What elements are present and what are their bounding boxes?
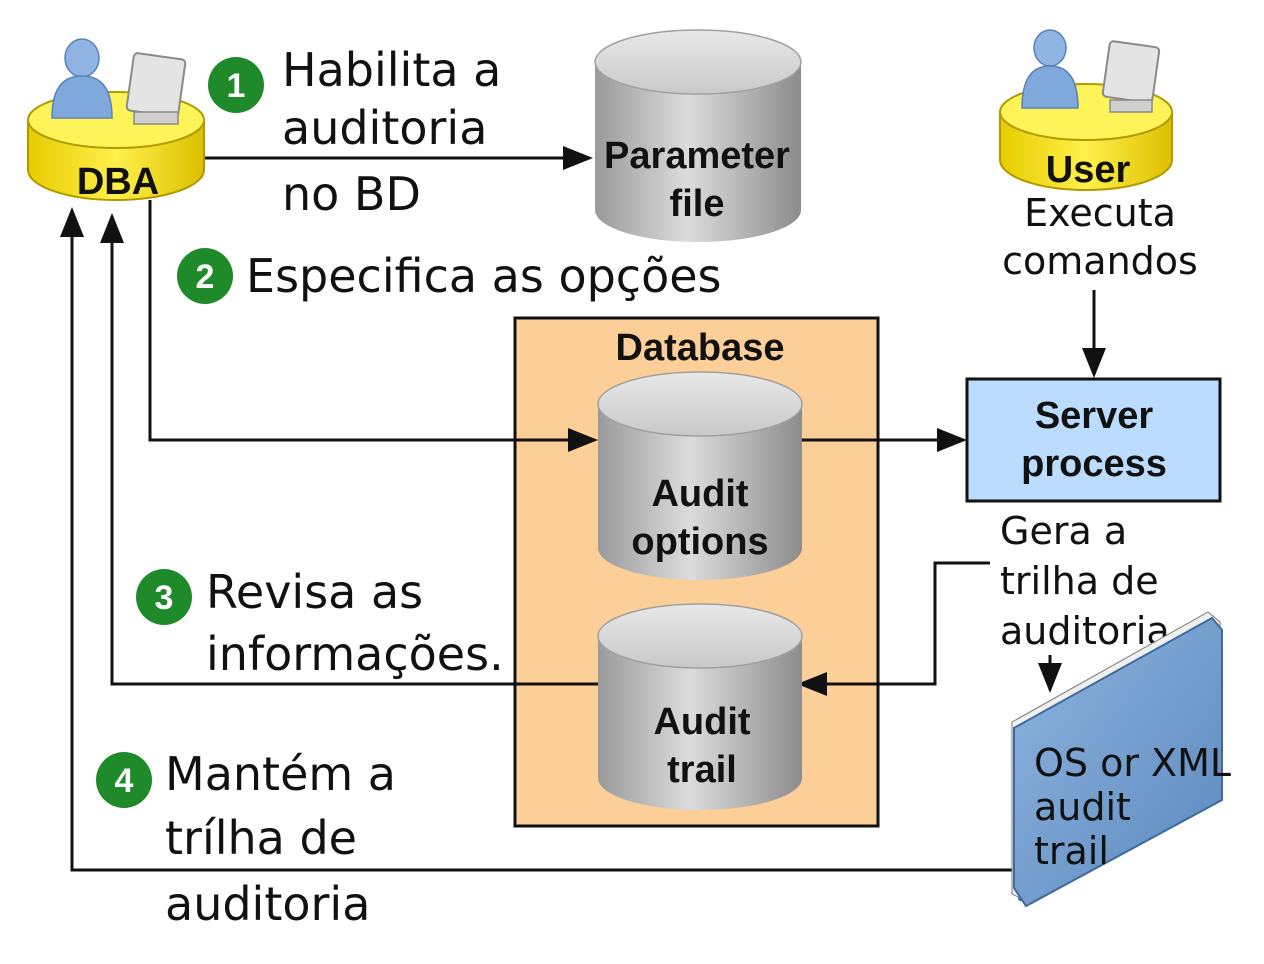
audit-trail-line-1: Audit (653, 701, 750, 743)
audit-options-cylinder (597, 371, 803, 580)
step-4-line-1: Mantém a (165, 747, 396, 801)
step-1-line-2: auditoria (282, 101, 487, 155)
server-process-box (965, 377, 1222, 503)
arrow-server-to-audit-trail (797, 561, 990, 696)
step-2-number: 2 (196, 258, 215, 296)
step-4-line-3: auditoria (165, 877, 370, 931)
user-note-line-2: comandos (1002, 239, 1198, 283)
step-1-number: 1 (227, 67, 246, 105)
step-3-line-2: informações. (206, 627, 504, 681)
os-trail-line-3: trail (1034, 829, 1109, 873)
connectors (60, 146, 1106, 872)
dba-person-icon (27, 38, 205, 201)
os-audit-trail-folder-icon (1011, 611, 1223, 908)
step-4-badge (96, 752, 152, 808)
step-4-number: 4 (115, 762, 134, 800)
database-title: Database (616, 327, 785, 369)
audit-trail-line-2: trail (667, 749, 737, 791)
arrow-os-trail-to-dba (60, 207, 1015, 872)
audit-trail-cylinder (597, 603, 803, 810)
gera-note-line-2: trilha de (1000, 559, 1159, 603)
user-person-icon (999, 29, 1173, 191)
step-4-line-2: trílha de (165, 811, 357, 865)
user-label: User (1046, 149, 1131, 191)
user-note-line-1: Executa (1024, 191, 1176, 235)
arrow-dba-to-audit-options (148, 200, 598, 452)
step-3-line-1: Revisa as (206, 565, 423, 619)
step-3-badge (136, 569, 192, 625)
os-trail-line-1: OS or XML (1034, 741, 1231, 785)
step-2-badge (177, 248, 233, 304)
gera-note-line-3: auditoria (1000, 609, 1170, 653)
audit-options-line-1: Audit (651, 473, 748, 515)
parameter-file-line-1: Parameter (604, 135, 790, 177)
server-process-line-1: Server (1035, 395, 1154, 437)
step-3-number: 3 (155, 579, 174, 617)
server-process-line-2: process (1021, 443, 1167, 485)
step-1-line-1: Habilita a (282, 43, 501, 97)
dba-label: DBA (77, 161, 159, 203)
os-trail-line-2: audit (1034, 785, 1131, 829)
parameter-file-cylinder (594, 29, 802, 242)
gera-note-line-1: Gera a (1000, 509, 1127, 553)
step-1-badge (208, 57, 264, 113)
arrow-audit-trail-to-dba (100, 213, 598, 686)
audit-options-line-2: options (631, 521, 768, 563)
step-1-line-3: no BD (282, 167, 421, 221)
step-2-line-1: Especifica as opções (246, 249, 722, 303)
parameter-file-line-2: file (670, 183, 725, 225)
